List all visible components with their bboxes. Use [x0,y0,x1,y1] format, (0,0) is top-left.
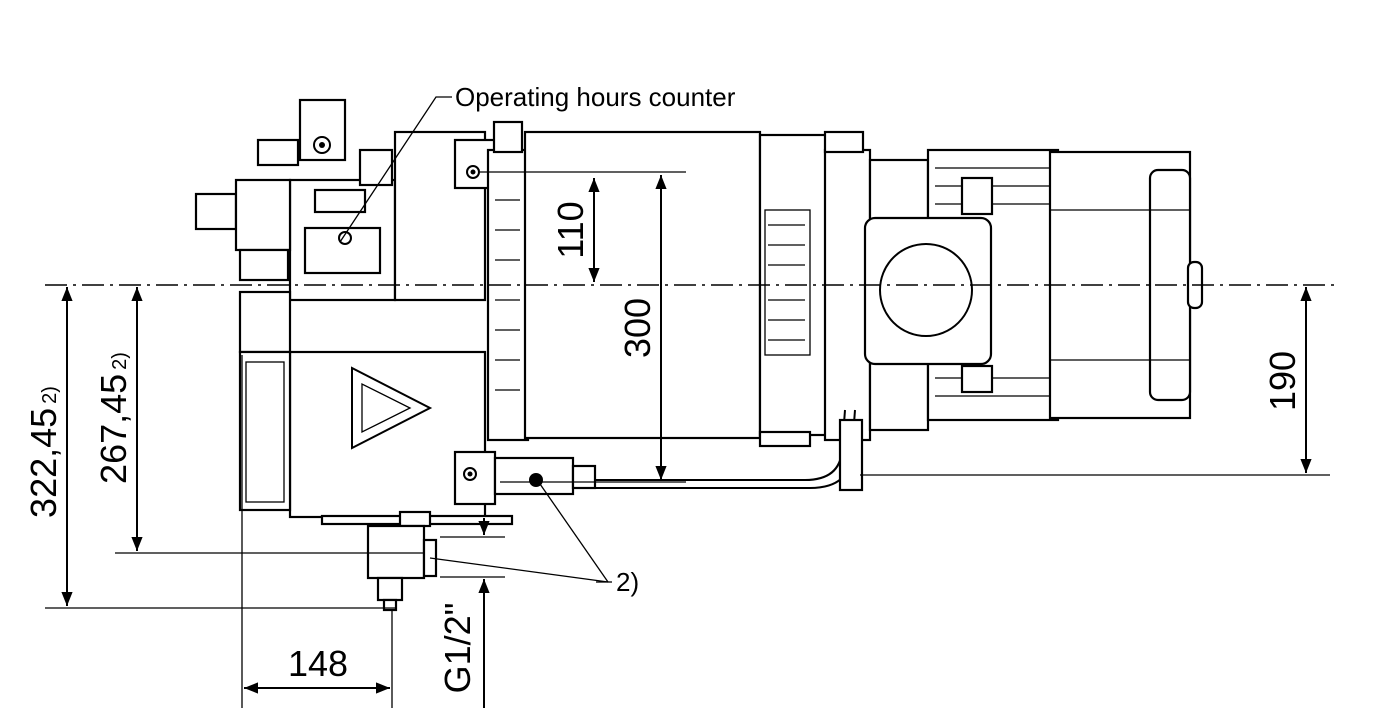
solenoid-valve-assembly [194,98,394,282]
dimension-267-45: 267,45 2) [93,287,425,554]
dim-322-label: 322,45 [23,408,64,518]
dim-110-label: 110 [550,201,591,258]
dim-267-label: 267,45 [93,374,134,484]
drain-fitting [366,510,438,612]
dimension-110: 110 [480,171,686,282]
fan-section [486,120,530,442]
callout-note-2: 2) [429,483,639,597]
svg-text:322,452): 322,45 2) [23,386,64,518]
dimension-190: 190 [860,287,1330,476]
motor-flange [823,130,930,442]
operating-hours-label: Operating hours counter [455,82,736,112]
dim-148-label: 148 [288,643,348,684]
dim-190-label: 190 [1262,351,1303,411]
compressor-block [523,130,832,448]
pump-housing [238,130,514,526]
mounting-bracket-bottom [453,450,497,506]
dim-300-label: 300 [617,298,658,358]
thread-label: G1/2" [437,603,478,694]
callout-operating-hours: Operating hours counter [339,82,736,243]
dimension-300: 300 [500,175,686,483]
thread-dimension: G1/2" [437,518,505,708]
note-2-label: 2) [616,567,639,597]
dimension-322-45: 322,45 2) [23,287,395,609]
dim-267-note: 2) [109,352,131,370]
dimension-148: 148 [241,355,393,708]
dim-322-note: 2) [39,386,61,404]
svg-text:267,452): 267,45 2) [93,352,134,484]
